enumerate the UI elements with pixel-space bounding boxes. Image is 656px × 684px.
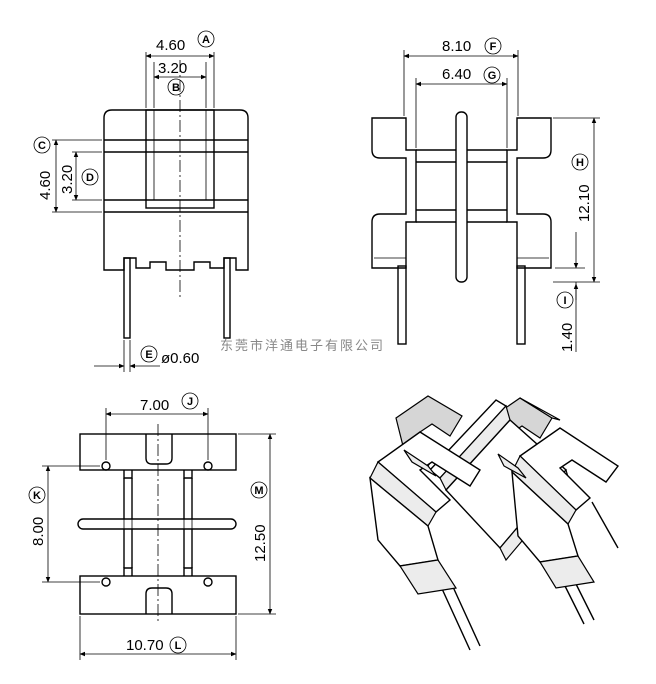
- front-view-pin-left: [123, 257, 131, 339]
- dim-c-letter: C: [38, 140, 46, 152]
- dim-m-letter: M: [254, 485, 263, 497]
- pin-hole: [101, 577, 111, 587]
- dim-e-letter: E: [145, 349, 152, 361]
- dim-m-value: 12.50: [252, 524, 269, 562]
- front-view-body: [103, 109, 249, 271]
- side-view: 8.10 F 6.40 G 12.10 H I 1.40: [371, 37, 600, 352]
- pin-hole: [203, 461, 213, 471]
- dim-l-value: 10.70: [126, 637, 164, 654]
- dim-a-value: 4.60: [156, 37, 185, 54]
- iso-flange-front-right: [518, 427, 620, 511]
- side-view-flange-left: [371, 117, 417, 269]
- iso-flange-front-left: [376, 431, 481, 513]
- company-watermark: 东莞市洋通电子有限公司: [220, 338, 385, 354]
- side-view-pin-left: [397, 265, 407, 345]
- isometric-view: [369, 395, 620, 651]
- dim-a-letter: A: [202, 34, 210, 46]
- bottom-view: 7.00 J K 8.00 M 12.50 10.70 L: [28, 392, 276, 660]
- dim-l-letter: L: [175, 640, 182, 652]
- pin-hole: [203, 577, 213, 587]
- dim-e-value: ø0.60: [161, 350, 199, 367]
- dim-f-letter: F: [490, 41, 497, 53]
- bottom-view-divider: [77, 518, 237, 530]
- dim-g-letter: G: [488, 70, 497, 82]
- pin-hole: [101, 461, 111, 471]
- dim-b-value: 3.20: [158, 60, 187, 77]
- dim-g-value: 6.40: [442, 66, 471, 83]
- dim-h-value: 12.10: [576, 184, 593, 222]
- dim-k-value: 8.00: [30, 517, 47, 546]
- dim-f-value: 8.10: [442, 38, 471, 55]
- dim-i-letter: I: [563, 295, 566, 307]
- dim-d-value: 3.20: [59, 165, 76, 194]
- side-view-divider: [455, 111, 468, 283]
- side-view-flange-right: [506, 117, 552, 269]
- dim-i-value: 1.40: [559, 323, 576, 352]
- dim-j-letter: J: [187, 396, 193, 408]
- dim-c-value: 4.60: [37, 171, 54, 200]
- side-view-pin-right: [516, 265, 526, 345]
- dim-k-letter: K: [33, 490, 41, 502]
- front-view-pin-right: [223, 257, 231, 339]
- dim-b-letter: B: [172, 82, 180, 94]
- dim-j-value: 7.00: [140, 397, 169, 414]
- dim-d-letter: D: [86, 172, 94, 184]
- dim-h-letter: H: [576, 157, 584, 169]
- front-view: 4.60 A 3.20 B 4.60 C 3.20 D E ø0.60: [33, 30, 249, 372]
